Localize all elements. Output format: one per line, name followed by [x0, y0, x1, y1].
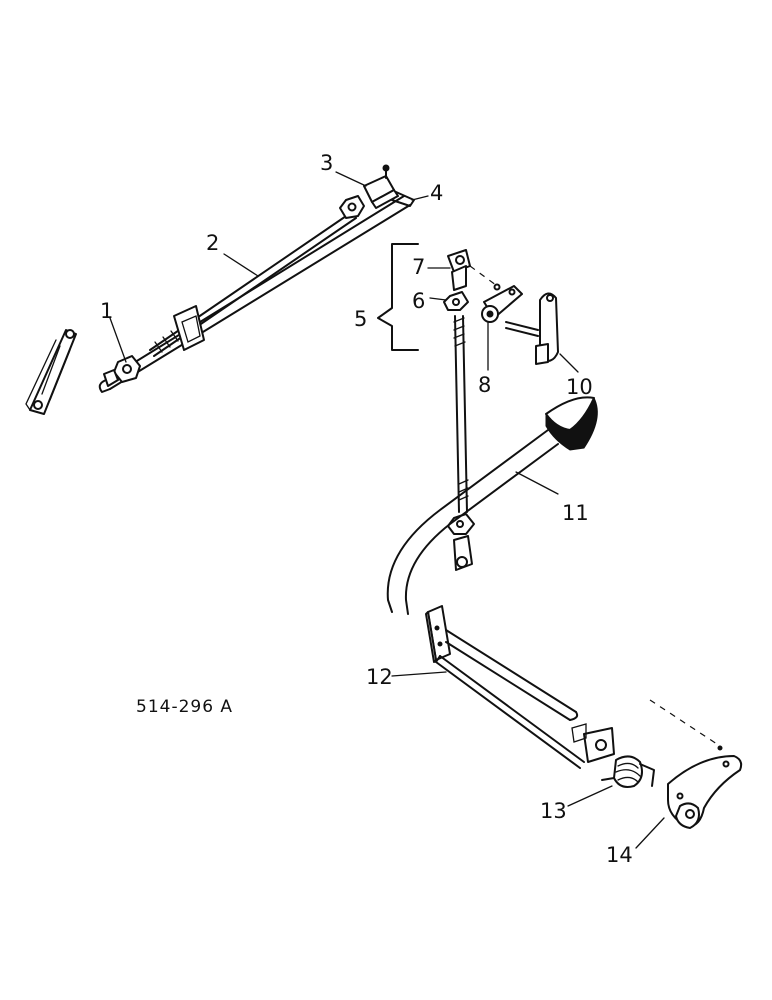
leader-lines	[109, 171, 665, 849]
callout-5: 5	[354, 307, 367, 331]
callout-7: 7	[412, 255, 425, 279]
partial-link-part	[25, 329, 77, 415]
group-brace	[377, 243, 419, 351]
main-lever-handle	[386, 396, 598, 615]
shaft-bracket-assembly	[425, 605, 615, 769]
callout-11: 11	[562, 501, 589, 525]
drawing-number: 514-296 A	[136, 697, 233, 717]
control-rod-assembly	[98, 164, 415, 393]
small-lever-part	[481, 283, 523, 323]
bellcrank-lever-part	[505, 292, 559, 365]
callout-3: 3	[320, 151, 333, 175]
vertical-rod-assembly	[443, 249, 475, 571]
cam-plate-part	[667, 755, 743, 829]
callout-10: 10	[566, 375, 593, 399]
callout-4: 4	[430, 181, 443, 205]
callout-8: 8	[478, 373, 491, 397]
callout-13: 13	[540, 799, 567, 823]
callout-6: 6	[412, 289, 425, 313]
torsion-spring-part	[601, 755, 655, 788]
callout-14: 14	[606, 843, 633, 867]
callout-2: 2	[206, 231, 219, 255]
callout-12: 12	[366, 665, 393, 689]
callout-1: 1	[100, 299, 113, 323]
